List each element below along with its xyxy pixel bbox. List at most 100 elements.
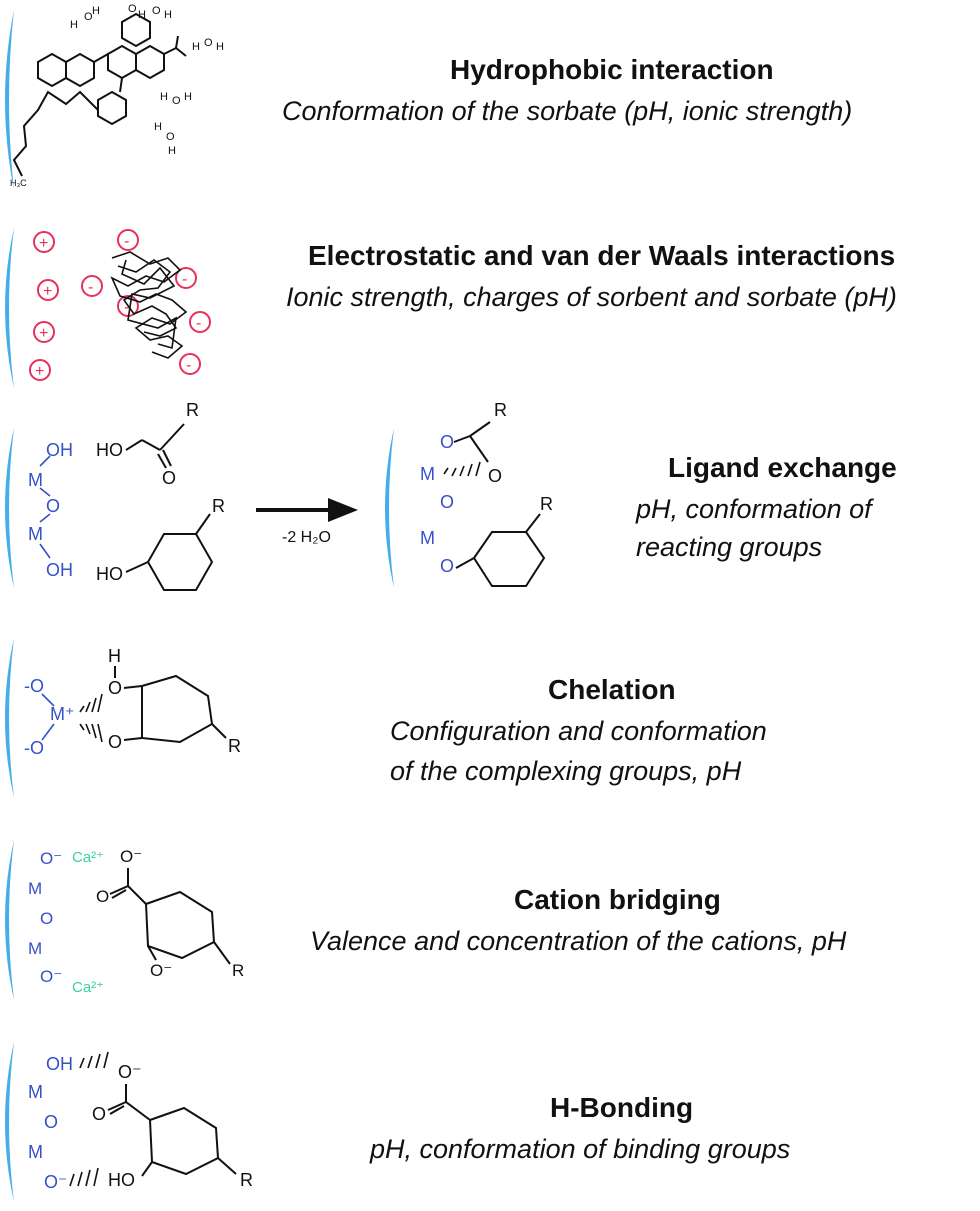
svg-text:R: R — [186, 400, 199, 420]
svg-text:H: H — [92, 5, 100, 17]
electrostatic-structure: + + + + - - - - - - — [5, 228, 211, 388]
panel-title: Ligand exchange — [668, 452, 897, 483]
panel-electrostatic: + + + + - - - - - - Electrostatic and va… — [0, 200, 980, 400]
svg-text:O⁻: O⁻ — [44, 1172, 68, 1192]
svg-text:M: M — [28, 1142, 43, 1162]
svg-text:-O: -O — [24, 676, 44, 696]
positive-charge: + — [33, 321, 55, 343]
svg-text:+: + — [35, 363, 44, 380]
salicylate-ring — [109, 868, 231, 965]
positive-charge: + — [37, 279, 59, 301]
panel-title: Chelation — [548, 674, 676, 705]
svg-text:H: H — [138, 9, 146, 21]
arrow-label: -2 H₂O — [282, 529, 331, 546]
svg-text:O⁻: O⁻ — [40, 967, 62, 986]
svg-text:O: O — [440, 556, 454, 576]
svg-text:O: O — [172, 95, 181, 107]
product-surface — [385, 428, 394, 588]
svg-text:H: H — [70, 19, 78, 31]
svg-text:OH: OH — [46, 1054, 73, 1074]
svg-text:+: + — [43, 283, 52, 300]
svg-text:O: O — [92, 1104, 106, 1124]
svg-text:R: R — [212, 496, 225, 516]
svg-text:M: M — [420, 528, 435, 548]
water-molecule: H O H — [160, 91, 192, 107]
svg-text:H: H — [108, 646, 121, 666]
water-molecule: H O H — [154, 121, 176, 157]
svg-text:+: + — [39, 325, 48, 342]
reaction-arrow — [256, 498, 358, 522]
panel-h-bonding: OH M O M O⁻ O⁻ O HO R H-Bonding pH, conf… — [0, 1030, 980, 1211]
panel-subtitle: Ionic strength, charges of sorbent and s… — [286, 282, 897, 312]
svg-text:O: O — [166, 131, 175, 143]
svg-text:H: H — [164, 9, 172, 21]
chelation-structure: -O M⁺ -O H O O R — [5, 638, 241, 798]
svg-text:O: O — [44, 1112, 58, 1132]
calcium-ion: Ca²⁺ — [72, 849, 104, 866]
svg-text:O: O — [152, 5, 161, 17]
svg-text:H: H — [154, 121, 162, 133]
sorbent-surface — [5, 228, 14, 388]
panel-title: Hydrophobic interaction — [450, 54, 774, 85]
svg-text:O⁻: O⁻ — [40, 849, 62, 868]
positive-charge: + — [33, 231, 55, 253]
svg-text:-: - — [124, 233, 129, 250]
svg-text:O: O — [108, 678, 122, 698]
panel-subtitle: pH, conformation of — [636, 494, 872, 524]
svg-text:O⁻: O⁻ — [120, 847, 142, 866]
svg-text:O: O — [84, 11, 93, 23]
panel-ligand-exchange: OH M O M OH HO R O HO R -2 H₂O O M O M O… — [0, 400, 980, 610]
svg-text:M⁺: M⁺ — [50, 704, 75, 724]
water-molecule: H O H — [70, 5, 100, 31]
svg-text:OH: OH — [46, 440, 73, 460]
salicylic-ring — [107, 1084, 237, 1177]
sorbent-surface — [5, 840, 14, 1000]
svg-text:O: O — [108, 732, 122, 752]
svg-text:O: O — [440, 492, 454, 512]
catechol-ring — [114, 666, 227, 744]
ligand-exchange-structure: OH M O M OH HO R O HO R -2 H₂O O M O M O… — [5, 400, 553, 591]
panel-title: Electrostatic and van der Waals interact… — [308, 240, 896, 271]
svg-text:-: - — [124, 299, 129, 316]
panel-subtitle: Conformation of the sorbate (pH, ionic s… — [282, 96, 853, 126]
svg-text:-: - — [182, 271, 187, 288]
svg-text:O: O — [96, 887, 109, 906]
svg-text:H₃C: H₃C — [10, 178, 27, 188]
svg-text:O: O — [440, 432, 454, 452]
svg-text:O: O — [40, 909, 53, 928]
svg-text:R: R — [494, 400, 507, 420]
svg-text:O: O — [204, 37, 213, 49]
sorbate-molecule — [12, 12, 187, 177]
macromolecule — [110, 251, 188, 359]
svg-text:M: M — [28, 470, 43, 490]
hydrophobic-structure: H O H H O H H O H H O H H O H — [5, 3, 224, 190]
svg-text:R: R — [240, 1170, 253, 1190]
svg-text:-: - — [186, 357, 191, 374]
sorbent-surface — [5, 428, 14, 588]
svg-text:M: M — [28, 524, 43, 544]
svg-text:O: O — [46, 496, 60, 516]
svg-text:+: + — [39, 235, 48, 252]
negative-charge: - — [189, 311, 211, 333]
sorbent-surface — [5, 1042, 14, 1202]
svg-text:HO: HO — [96, 440, 123, 460]
panel-chelation: -O M⁺ -O H O O R Chelation Configuration… — [0, 620, 980, 820]
svg-text:HO: HO — [96, 564, 123, 584]
svg-text:M: M — [28, 1082, 43, 1102]
svg-text:O: O — [162, 468, 176, 488]
svg-text:M: M — [28, 879, 42, 898]
panel-title: Cation bridging — [514, 884, 721, 915]
negative-charge: - — [179, 353, 201, 375]
svg-text:M: M — [28, 939, 42, 958]
panel-subtitle: pH, conformation of binding groups — [370, 1134, 791, 1164]
svg-text:H: H — [168, 145, 176, 157]
cation-bridging-structure: O⁻ M O M O⁻ Ca²⁺ Ca²⁺ O⁻ O O⁻ R — [5, 840, 244, 1000]
svg-text:OH: OH — [46, 560, 73, 580]
water-molecule: H O H — [192, 37, 224, 53]
svg-text:HO: HO — [108, 1170, 135, 1190]
panel-subtitle: of the complexing groups, pH — [390, 756, 742, 786]
panel-cation-bridging: O⁻ M O M O⁻ Ca²⁺ Ca²⁺ O⁻ O O⁻ R Cation b… — [0, 830, 980, 1010]
svg-text:-: - — [196, 315, 201, 332]
sorbent-surface — [5, 638, 14, 798]
calcium-ion: Ca²⁺ — [72, 979, 104, 996]
